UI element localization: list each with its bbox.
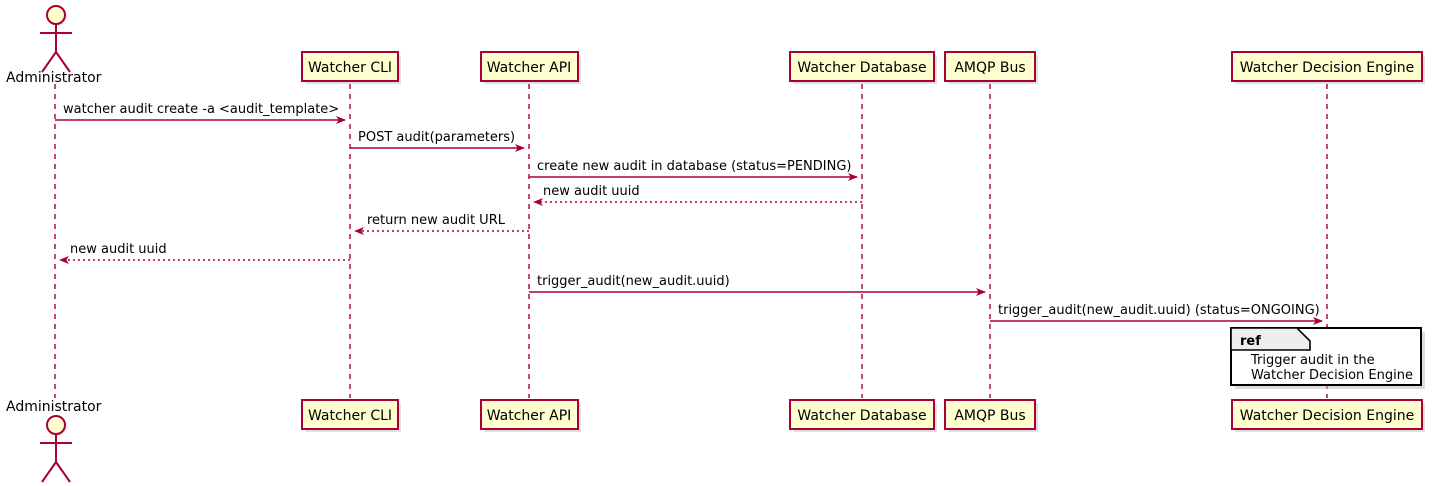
- message-arrow-2[interactable]: POST audit(parameters): [350, 130, 525, 152]
- lifelines-group: [54, 84, 1328, 398]
- message-label: return new audit URL: [367, 213, 506, 228]
- participant-label: Watcher Decision Engine: [1240, 408, 1414, 424]
- ref-fragment[interactable]: ref Trigger audit in the Watcher Decisio…: [1230, 327, 1425, 389]
- message-arrow-5[interactable]: return new audit URL: [354, 213, 529, 235]
- participant-watcher-cli-bottom[interactable]: Watcher CLI: [301, 399, 401, 432]
- actor-label-top: Administrator: [6, 70, 102, 86]
- ref-keyword-label: ref: [1240, 334, 1261, 349]
- message-arrow-1[interactable]: watcher audit create -a <audit_template>: [55, 102, 346, 124]
- ref-keyword-tab: [1230, 327, 1311, 351]
- participant-amqp-bus-bottom[interactable]: AMQP Bus: [944, 399, 1038, 432]
- participant-label: Watcher API: [487, 408, 572, 424]
- message-label: POST audit(parameters): [358, 130, 515, 145]
- stick-figure-icon-bottom: [40, 415, 72, 483]
- participant-label: Watcher Decision Engine: [1240, 60, 1414, 76]
- participant-label: Watcher API: [487, 60, 572, 76]
- actor-label-bottom: Administrator: [6, 399, 102, 415]
- message-label: new audit uuid: [70, 242, 167, 257]
- actor-administrator-top[interactable]: Administrator: [6, 5, 102, 86]
- participant-label: AMQP Bus: [954, 60, 1025, 76]
- participant-label: Watcher CLI: [308, 60, 392, 76]
- stick-figure-icon: [40, 5, 72, 73]
- participant-watcher-api-bottom[interactable]: Watcher API: [480, 399, 581, 432]
- actor-administrator-bottom[interactable]: Administrator: [6, 399, 102, 483]
- ref-body-line-2: Watcher Decision Engine: [1251, 368, 1413, 383]
- participant-watcher-decision-engine-bottom[interactable]: Watcher Decision Engine: [1231, 399, 1425, 432]
- participant-label: Watcher Database: [797, 408, 926, 424]
- message-label: new audit uuid: [543, 184, 640, 199]
- participant-watcher-api-top[interactable]: Watcher API: [480, 51, 581, 84]
- participant-watcher-database-bottom[interactable]: Watcher Database: [789, 399, 937, 432]
- message-arrow-7[interactable]: trigger_audit(new_audit.uuid): [529, 274, 986, 296]
- participant-watcher-decision-engine-top[interactable]: Watcher Decision Engine: [1231, 51, 1425, 84]
- message-label: create new audit in database (status=PEN…: [537, 159, 852, 174]
- message-arrow-4[interactable]: new audit uuid: [533, 184, 862, 206]
- ref-body-line-1: Trigger audit in the: [1250, 353, 1375, 368]
- message-label: watcher audit create -a <audit_template>: [63, 102, 339, 117]
- message-arrow-6[interactable]: new audit uuid: [59, 242, 350, 264]
- participant-label: Watcher CLI: [308, 408, 392, 424]
- participant-label: AMQP Bus: [954, 408, 1025, 424]
- message-arrow-3[interactable]: create new audit in database (status=PEN…: [529, 159, 858, 181]
- participant-watcher-database-top[interactable]: Watcher Database: [789, 51, 937, 84]
- participant-label: Watcher Database: [797, 60, 926, 76]
- participant-amqp-bus-top[interactable]: AMQP Bus: [944, 51, 1038, 84]
- message-label: trigger_audit(new_audit.uuid): [537, 274, 730, 289]
- participant-watcher-cli-top[interactable]: Watcher CLI: [301, 51, 401, 84]
- message-label: trigger_audit(new_audit.uuid) (status=ON…: [998, 303, 1320, 318]
- message-arrow-8[interactable]: trigger_audit(new_audit.uuid) (status=ON…: [990, 303, 1323, 325]
